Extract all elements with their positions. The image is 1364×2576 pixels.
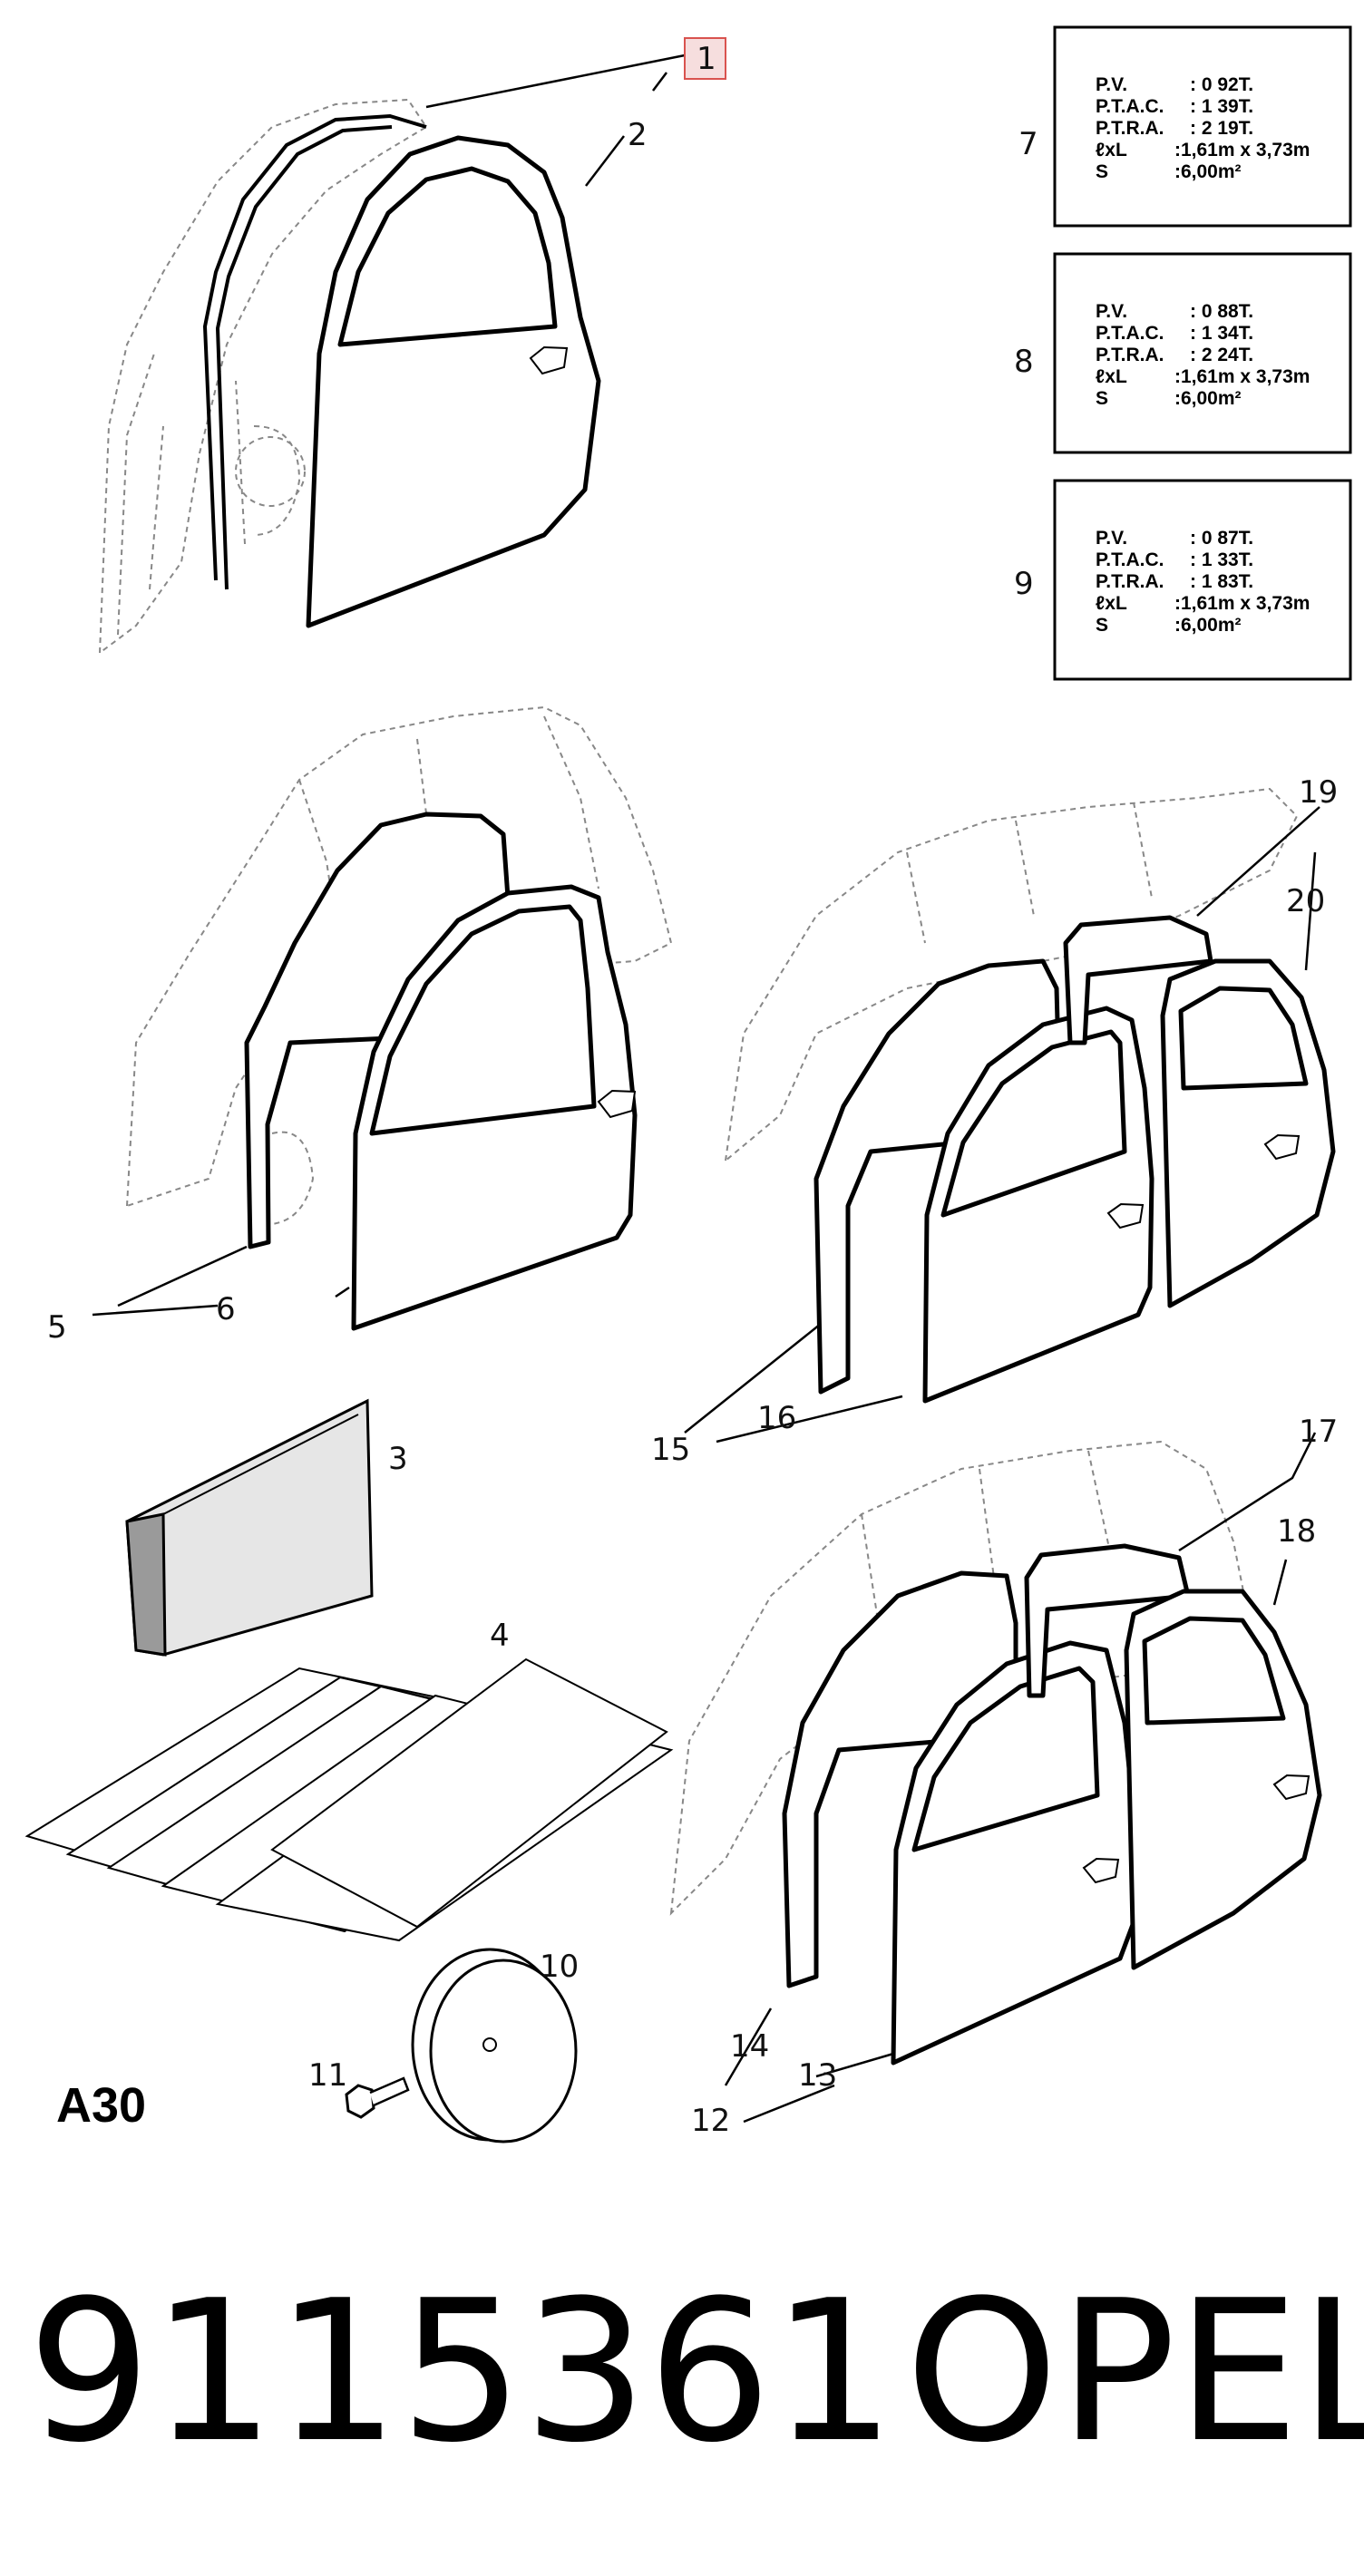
callout-4[interactable]: 4 [490,1618,510,1654]
rear-door-frame-19 [1063,915,1213,1045]
svg-text:P.V.: P.V. [1096,301,1127,322]
diagram-code: A30 [56,2078,146,2133]
body-outline-3door [125,705,673,1208]
svg-text::6,00m²: :6,00m² [1174,388,1242,409]
brand-name: OPEL [905,2258,1364,2485]
leader-lines [92,53,1320,2124]
door-handle-6 [597,1089,637,1119]
callout-16[interactable]: 16 [757,1400,796,1436]
svg-text:P.T.R.A.: P.T.R.A. [1096,118,1164,139]
svg-text::6,00m²: :6,00m² [1174,161,1242,182]
svg-text:: 1 83T.: : 1 83T. [1190,571,1253,592]
callout-14[interactable]: 14 [730,2028,769,2065]
callout-8[interactable]: 8 [1014,344,1034,380]
callout-2[interactable]: 2 [628,117,648,153]
spec-box-9: P.V. : 0 87T. P.T.A.C. : 1 33T. P.T.R.A.… [1053,479,1352,681]
callout-13[interactable]: 13 [798,2057,837,2094]
svg-text:S: S [1096,388,1108,409]
five-door-assembly-lower [669,1440,1322,2066]
body-outline-5door [724,787,1299,1163]
svg-text:P.T.R.A.: P.T.R.A. [1096,345,1164,365]
svg-text::1,61m x 3,73m: :1,61m x 3,73m [1174,366,1310,387]
door-handle-13 [1082,1857,1120,1884]
callout-5[interactable]: 5 [47,1309,67,1346]
svg-text::6,00m²: :6,00m² [1174,615,1242,636]
highlighted-callout-box[interactable] [684,37,726,80]
rear-door-frame-17 [1024,1543,1191,1698]
svg-text:: 0 92T.: : 0 92T. [1190,74,1253,95]
svg-text:ℓxL: ℓxL [1096,593,1127,614]
callout-10[interactable]: 10 [540,1949,579,1985]
svg-text:P.T.R.A.: P.T.R.A. [1096,571,1164,592]
svg-text:: 1 39T.: : 1 39T. [1190,96,1253,117]
svg-text:S: S [1096,161,1108,182]
svg-text:: 2 19T.: : 2 19T. [1190,118,1253,139]
svg-text:P.V.: P.V. [1096,528,1127,549]
callout-20[interactable]: 20 [1286,883,1325,919]
svg-text:P.T.A.C.: P.T.A.C. [1096,323,1164,344]
svg-text:: 2 24T.: : 2 24T. [1190,345,1253,365]
spec-7-label-pv: P.V. [1096,74,1127,95]
callout-11[interactable]: 11 [308,2057,347,2094]
callout-17[interactable]: 17 [1299,1414,1338,1450]
svg-text::1,61m x 3,73m: :1,61m x 3,73m [1174,593,1310,614]
body-outline-top [98,98,428,656]
callout-18[interactable]: 18 [1277,1513,1316,1550]
part-11-bolt [345,2076,410,2119]
five-door-assembly-upper [724,787,1336,1404]
callout-9[interactable]: 9 [1014,566,1034,602]
body-door-frame-5 [244,812,515,1249]
callout-19[interactable]: 19 [1299,774,1338,811]
spec-box-7: P.V. : 0 92T. P.T.A.C. : 1 39T. P.T.R.A.… [1053,25,1352,228]
svg-text::1,61m x 3,73m: :1,61m x 3,73m [1174,140,1310,160]
part-4-sheets [24,1657,674,1942]
callout-7[interactable]: 7 [1018,126,1038,162]
svg-text:ℓxL: ℓxL [1096,366,1127,387]
svg-text:P.T.A.C.: P.T.A.C. [1096,96,1164,117]
door-handle-top [529,345,569,375]
svg-text:P.T.A.C.: P.T.A.C. [1096,549,1164,570]
callout-3[interactable]: 3 [388,1441,408,1477]
svg-text:: 0 87T.: : 0 87T. [1190,528,1253,549]
part-number: 9115361 [27,2258,896,2485]
callout-12[interactable]: 12 [691,2103,730,2139]
callout-1[interactable]: 1 [697,41,716,77]
svg-text:: 1 33T.: : 1 33T. [1190,549,1253,570]
door-seal [202,113,427,581]
door-assembly-top [98,98,601,656]
svg-text:S: S [1096,615,1108,636]
spec-box-8: P.V. : 0 88T. P.T.A.C. : 1 34T. P.T.R.A.… [1053,252,1352,454]
part-3-damper [125,1398,374,1657]
callout-15[interactable]: 15 [651,1432,690,1468]
callout-6[interactable]: 6 [216,1291,236,1327]
svg-text:: 0 88T.: : 0 88T. [1190,301,1253,322]
svg-text:: 1 34T.: : 1 34T. [1190,323,1253,344]
three-door-assembly [125,705,673,1331]
part-10-disc [411,1948,578,2143]
svg-text:ℓxL: ℓxL [1096,140,1127,160]
body-door-frame-14 [782,1570,1018,1988]
